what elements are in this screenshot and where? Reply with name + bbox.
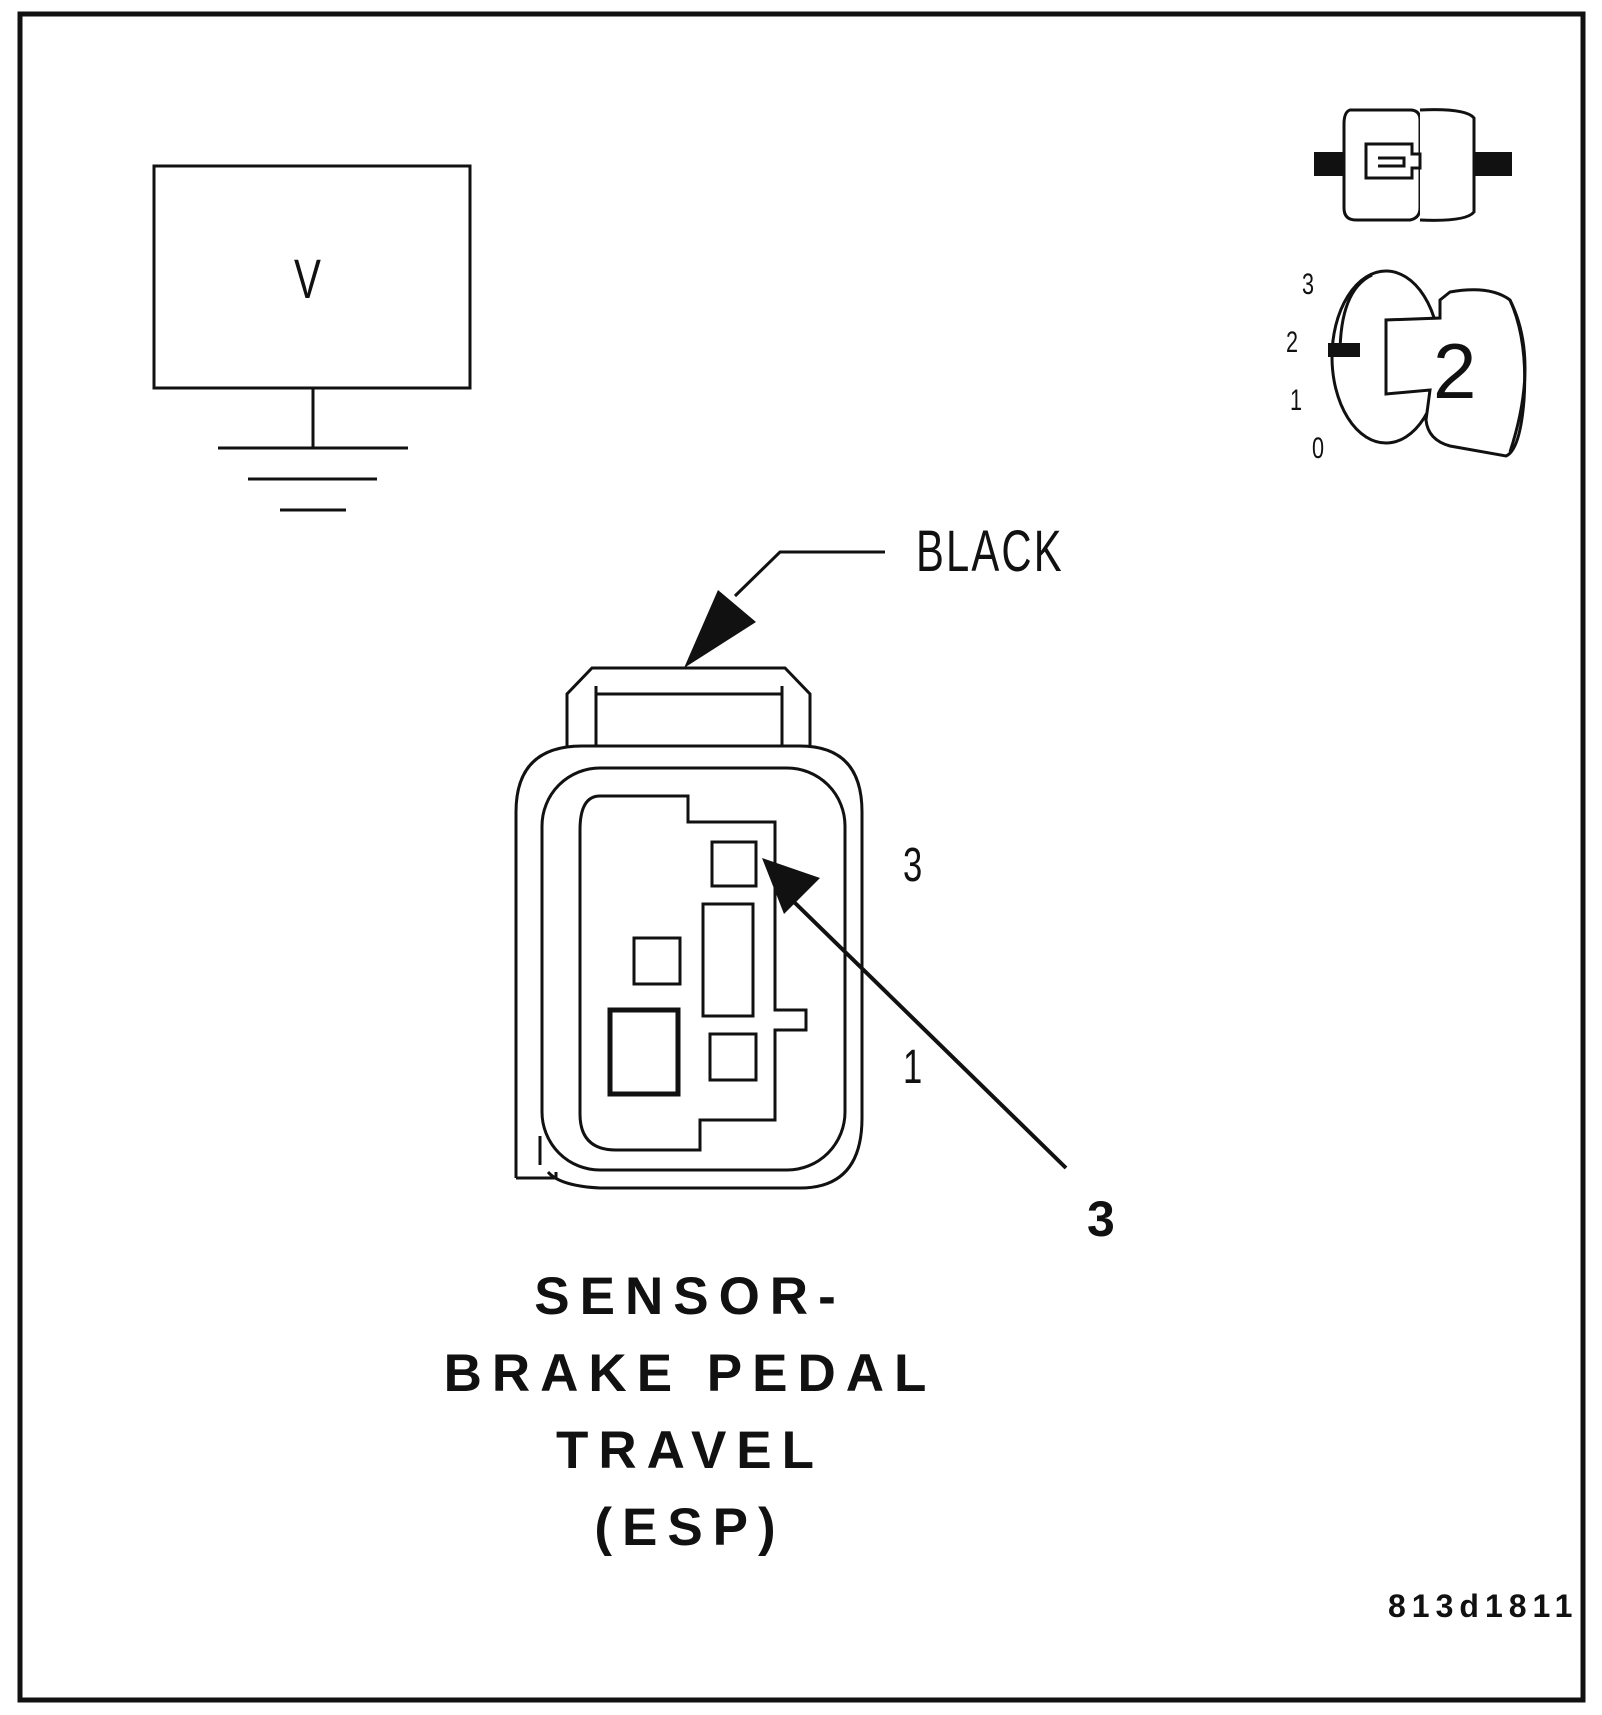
- ignition-position-1: 1: [1290, 384, 1303, 417]
- ground-icon: [218, 446, 408, 512]
- cavity-callout-arrow: [762, 858, 1068, 1170]
- title-line: (ESP): [594, 1498, 786, 1557]
- ignition-position-0: 0: [1312, 432, 1325, 465]
- connector-disconnected-icon: [1314, 108, 1512, 222]
- pin-label-top: 3: [903, 839, 923, 892]
- pin-label-bottom: 1: [903, 1041, 923, 1094]
- connector-cavity-3: [710, 840, 758, 888]
- black-color-arrow: [684, 550, 885, 668]
- figure-frame: [17, 11, 1586, 1703]
- ignition-position-2: 2: [1286, 326, 1299, 359]
- component-title: SENSOR- BRAKE PEDAL TRAVEL (ESP): [440, 1258, 940, 1566]
- voltmeter-symbol: [152, 164, 472, 448]
- connector-cavity-1: [708, 1032, 758, 1082]
- ignition-switch-icon: [1328, 269, 1527, 458]
- ignition-selected-position: 2: [1433, 327, 1477, 415]
- title-line: SENSOR-: [534, 1267, 846, 1326]
- title-line: TRAVEL: [555, 1421, 825, 1480]
- connector-color-label: BLACK: [916, 519, 1064, 584]
- ignition-position-3: 3: [1302, 268, 1315, 301]
- brake-pedal-sensor-connector: [514, 666, 864, 1190]
- title-line: BRAKE PEDAL: [443, 1344, 937, 1403]
- voltmeter-label: V: [294, 247, 321, 310]
- figure-id: 813d1811: [1388, 1588, 1579, 1624]
- callout-number: 3: [1087, 1191, 1115, 1247]
